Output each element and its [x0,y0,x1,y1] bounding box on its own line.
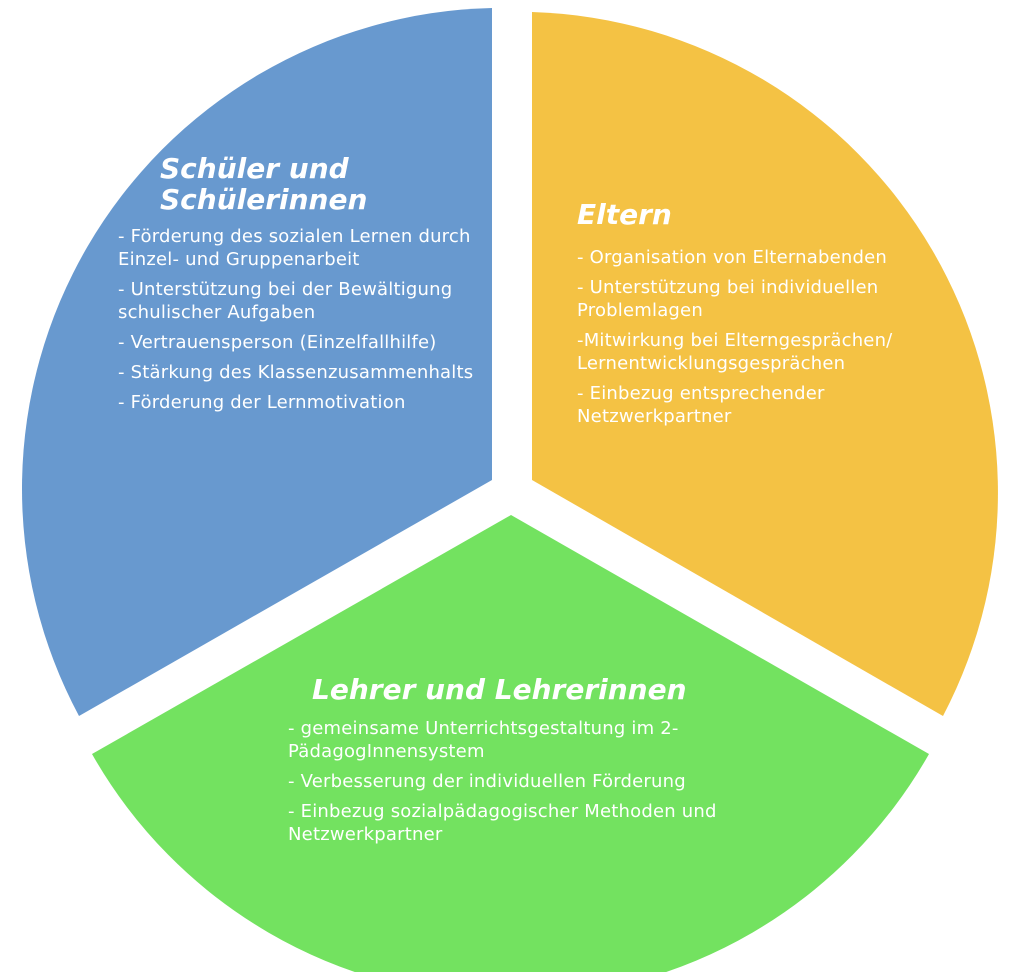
teachers-list: - gemeinsame Unterrichtsgestaltung im 2-… [288,717,758,846]
teachers-title: Lehrer und Lehrerinnen [312,673,687,706]
list-item: - Einbezug sozialpädagogischer Methoden … [288,801,717,845]
list-item: - Förderung der Lernmotivation [118,392,406,413]
segment-students [21,8,492,716]
parents-title: Eltern [577,198,672,231]
parents-text-block: Eltern - Organisation von Elternabenden … [577,199,937,435]
list-item: - Unterstützung bei der Bewältigung schu… [118,279,453,323]
list-item: - Förderung des sozialen Lernen durch Ei… [118,226,471,270]
students-title: Schüler und Schülerinnen [160,152,368,216]
teachers-text-block: Lehrer und Lehrerinnen - gemeinsame Unte… [288,674,758,853]
segment-parents [532,12,998,716]
students-text-block: Schüler und Schülerinnen - Förderung des… [118,153,478,421]
list-item: -Mitwirkung bei Elterngesprächen/ Lernen… [577,330,893,374]
list-item: - gemeinsame Unterrichtsgestaltung im 2-… [288,718,679,762]
list-item: - Einbezug entsprechender Netzwerkpartne… [577,383,825,427]
list-item: - Vertrauensperson (Einzelfallhilfe) [118,332,437,353]
list-item: - Organisation von Elternabenden [577,247,887,268]
list-item: - Unterstützung bei individuellen Proble… [577,277,879,321]
students-list: - Förderung des sozialen Lernen durch Ei… [118,225,478,414]
segment-teachers [92,515,929,972]
parents-list: - Organisation von Elternabenden - Unter… [577,246,937,428]
list-item: - Stärkung des Klassenzusammenhalts [118,362,474,383]
list-item: - Verbesserung der individuellen Förderu… [288,771,686,792]
